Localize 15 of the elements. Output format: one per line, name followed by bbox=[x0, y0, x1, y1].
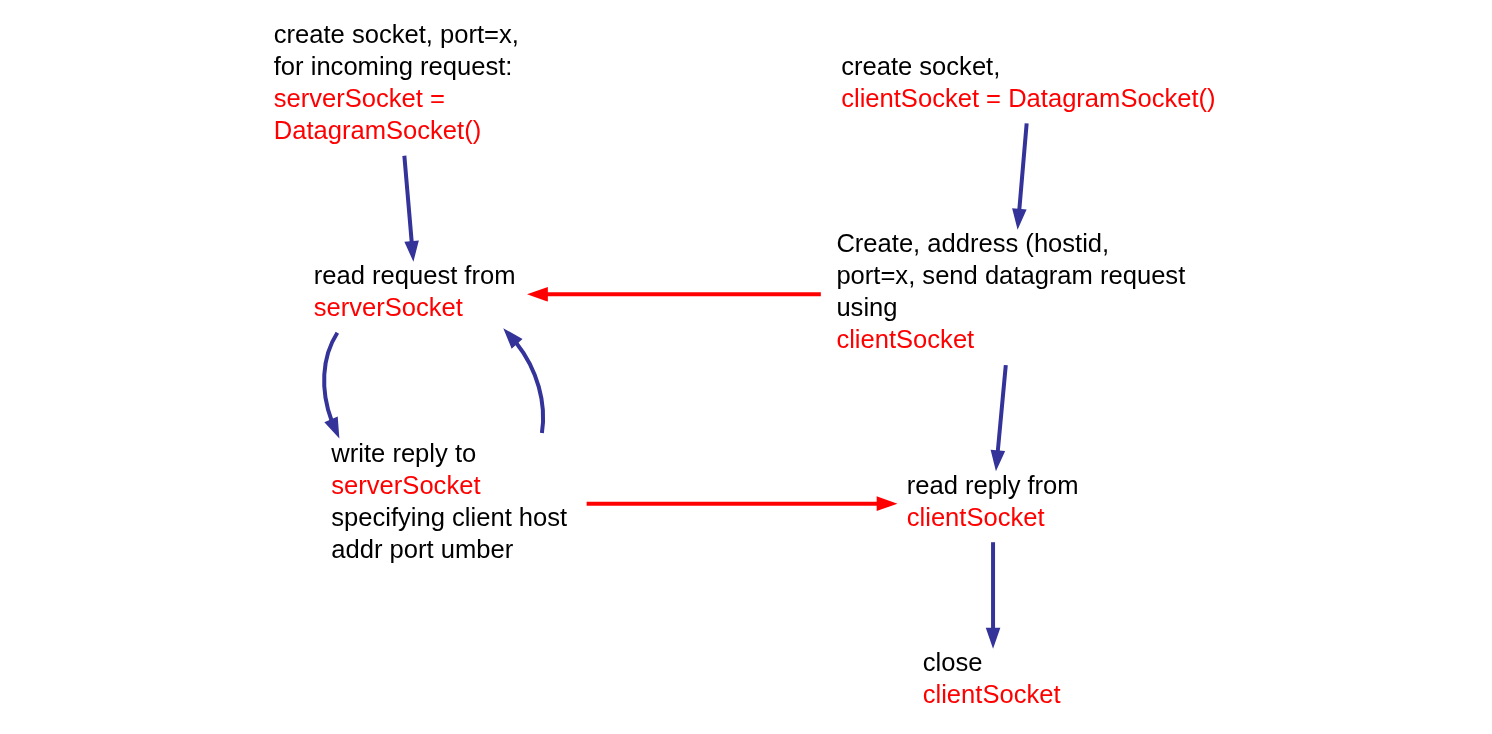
node-text: create socket, clientSocket = DatagramSocket() bbox=[840, 51, 1216, 112]
arrow bbox=[321, 331, 339, 439]
node-text: Create, address (hostid, port=x, send datagram request using clientSocket bbox=[835, 229, 1185, 354]
arrow bbox=[586, 496, 897, 511]
node-text: read request from serverSocket bbox=[313, 261, 515, 322]
arrow bbox=[1011, 123, 1029, 230]
arrow bbox=[985, 542, 1000, 649]
node-text: close clientSocket bbox=[922, 648, 1061, 709]
arrow bbox=[526, 287, 821, 302]
arrow bbox=[502, 328, 545, 434]
arrow bbox=[401, 155, 419, 262]
node-text: write reply to serverSocket specifying client host addr port umber bbox=[330, 438, 567, 563]
node-text: read reply from clientSocket bbox=[906, 470, 1079, 531]
node-text: create socket, port=x, for incoming request: serverSocket = DatagramSocket() bbox=[273, 20, 519, 144]
arrow bbox=[990, 364, 1008, 472]
